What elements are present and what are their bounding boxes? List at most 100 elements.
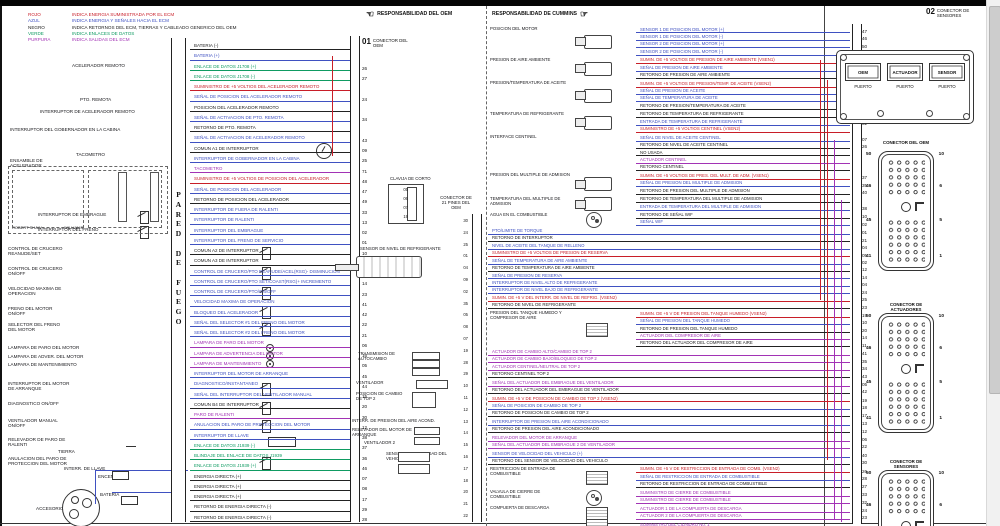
fuse-10a-icon <box>121 496 138 505</box>
wire-line <box>636 186 850 188</box>
wire-pin-number: 26 <box>862 144 868 150</box>
wire-pin-number: 17 <box>862 412 868 418</box>
wire-row: RETORNO DEL ACTUADOR DEL COMPRESOR DE AI… <box>636 340 867 348</box>
idle-shutdown-relay-icon <box>268 437 296 447</box>
wire-row: VELOCIDAD MAXIMA DE OPERACION 41 <box>190 296 367 307</box>
wire-row: SEÑAL DE PRESION DE RESERVA 14 <box>488 272 867 279</box>
wire-label: RETORNO DE PTO. REMOTA <box>194 125 256 131</box>
wire-row: SENSOR 1 DE POSICION DEL MOTOR (+) 47 <box>636 26 867 33</box>
wire-pin-number: 01 <box>362 240 368 246</box>
pin-grid-bottom <box>887 381 925 425</box>
wire-row: SEÑAL DE RESTRICCION DE ENTRADA DE COMBU… <box>636 473 867 481</box>
wire-label: INTERRUPTOR DE LLAVE <box>194 432 249 438</box>
coolant-level-sensor-icon <box>335 256 422 278</box>
wire-row: SUMINISTRO DE CIERRE DE COMBUSTIBLE 33 <box>636 489 867 497</box>
component-label: FRENO DEL MOTOR ON/OFF <box>8 306 53 317</box>
sensor-group-label: PRESION DEL TANQUE HUMEDO Y COMPRESOR DE… <box>490 310 562 321</box>
wire-line <box>190 131 350 133</box>
corner-pin: 41 <box>866 254 872 259</box>
hand-left-icon: ☜ <box>366 9 375 19</box>
wire-row: RETORNO DE TEMPERATURA DE REFRIGERANTE 0… <box>636 111 867 119</box>
wire-label: SUMIN. DE +5 VOLTIOS DE PRES. DEL MULT. … <box>640 172 769 178</box>
ecm-connector-plate: OEM PUERTO ACTUADOR PUERTO SENSOR PUERTO <box>836 50 974 124</box>
wire-line <box>190 90 350 92</box>
component-label: RELEVADOR DE PARO DE RALENTI <box>8 437 66 448</box>
vertical-scrollbar[interactable] <box>986 0 1000 526</box>
wire-line <box>190 274 350 276</box>
throttle-pin-strip <box>118 172 127 222</box>
pin-number: 18 <box>463 477 468 483</box>
wire-line <box>190 387 350 389</box>
wire-line <box>636 346 850 348</box>
toggle-switch-icon <box>262 383 271 396</box>
wire-label: COMUN B4 DE INTERRUPTOR <box>194 401 259 407</box>
wire-line <box>190 397 350 399</box>
sensor-wire-list: SUMINISTRO DEL CILINDRO No. 1 <box>636 521 850 526</box>
pin-connector-body: 50 10 46 6 45 5 41 1 <box>866 151 944 271</box>
top2-position-box-icon <box>412 392 436 408</box>
wire-label: SEÑAL DE TEMPERATURA DE ACEITE <box>640 95 718 101</box>
wire-label: RETORNO CENTINEL <box>640 164 684 170</box>
corner-pin: 41 <box>866 416 872 421</box>
wire-line <box>636 479 850 481</box>
wire-row: SEÑAL WIF 02 <box>636 219 867 226</box>
wire-label: SEÑAL DE NIVEL DE ACEITE CENTINEL <box>640 134 721 140</box>
wire-label: SEÑAL DE ACTIVACION DE ACELERADOR REMOTO <box>194 135 305 141</box>
wire-row: SEÑAL DE ACTIVACION DE ACELERADOR REMOTO… <box>190 132 367 143</box>
wire-line <box>190 244 350 245</box>
key-switch-wire <box>95 470 188 471</box>
actuator-output-bus <box>841 200 842 522</box>
pin-number: 01 <box>463 253 468 259</box>
legend-row: VERDE INDICA ENLACES DE DATOS <box>28 31 236 37</box>
wire-pin-number: 20 <box>862 327 868 333</box>
wire-pin-number: 27 <box>362 76 368 82</box>
wire-label: RETORNO DE TEMPERATURA DEL MULTIPLE DE A… <box>640 196 763 202</box>
wire-label: RETORNO DE RESTRICCION DE ENTRADA DE COM… <box>640 481 768 487</box>
battery-wire <box>112 492 172 493</box>
wire-label: INTERRUPTOR DE PRESION DEL AIRE ACONDICI… <box>492 418 609 424</box>
pin-number: 08 <box>463 324 468 330</box>
wire-label: SEÑAL DE PRESION DEL MULTIPLE DE ADMISIO… <box>640 180 743 186</box>
wire-label: INTERRUPTOR DE NIVEL BAJO DE REFRIGERANT… <box>492 287 599 293</box>
wire-pin-number: 22 <box>862 444 868 450</box>
scrollbar-thumb[interactable] <box>988 6 1000 394</box>
oem-connector-strip <box>350 36 360 522</box>
wire-label: SEÑAL DE TEMPERATURA DE AIRE AMBIENTE <box>492 257 588 263</box>
wire-row: NO USADA <box>636 149 850 157</box>
wire-row: ENLACE DE DATOS J1708 (-) 27 <box>190 71 367 81</box>
wire-line <box>488 248 850 250</box>
sensor-icon <box>574 112 632 132</box>
wire-pin-number: 35 <box>862 358 868 364</box>
wire-line <box>636 124 850 126</box>
wire-line <box>190 141 350 143</box>
wire-pin-number: 71 <box>362 168 368 174</box>
wire-label: NO USADA <box>640 149 663 155</box>
sensor-group: INTERRUPTOR DE PRESION DEL AIRE ACONDICI… <box>488 418 867 433</box>
wire-pin-number: 43 <box>862 373 868 379</box>
sensor-icon <box>574 211 632 228</box>
wire-row: RETORNO DE TEMPERATURA DE AIRE AMBIENTE … <box>488 265 867 272</box>
wire-pin-number: 02 <box>862 259 868 265</box>
wire-label: CONTROL DE CRUCERO/PTO REANUDE/ACEL(RSG)… <box>194 268 340 274</box>
wire-line <box>190 69 350 71</box>
wire-line <box>190 192 350 194</box>
key-switch-wire <box>95 470 96 504</box>
wire-label: ENLACE DE DATOS J1708 (+) <box>194 63 257 69</box>
pin-number: 21 <box>463 501 468 507</box>
wire-pin-number: 26 <box>862 468 868 474</box>
wire-line <box>190 80 350 81</box>
wire-row: SUMIN. DE +5 V DE PRESION DEL TANQUE HUM… <box>636 310 867 318</box>
wire-pin-number: 30 <box>362 414 368 420</box>
wire-pin-number: 41 <box>862 351 868 357</box>
legend-color-name: PURPURA <box>28 37 51 43</box>
wire-row: RETORNO DE PRESION/TEMPERATURA DE ACEITE… <box>636 102 867 110</box>
wire-row: SENSOR 2 DE POSICION DEL MOTOR (+) 50 <box>636 41 867 48</box>
wire-line <box>190 172 350 174</box>
wire-row: SEÑAL DE PRESION DEL TANQUE HUMEDO 10 <box>636 318 867 325</box>
wire-row: SUMIN. DE +5 VOLTIOS DE PRESION/TEMP. DE… <box>636 80 867 88</box>
wire-label: ENERGIA DIRECTA (+) <box>194 473 242 479</box>
ecm-port: ACTUADOR PUERTO <box>887 63 923 89</box>
sensor-wire-list: SUMIN. DE +5 V DE RESTRICCION DE ENTRADA… <box>636 466 867 488</box>
wire-line <box>636 117 850 119</box>
middle-component-label: CONECTOR DE 21 PINES DEL OEM <box>440 195 472 210</box>
